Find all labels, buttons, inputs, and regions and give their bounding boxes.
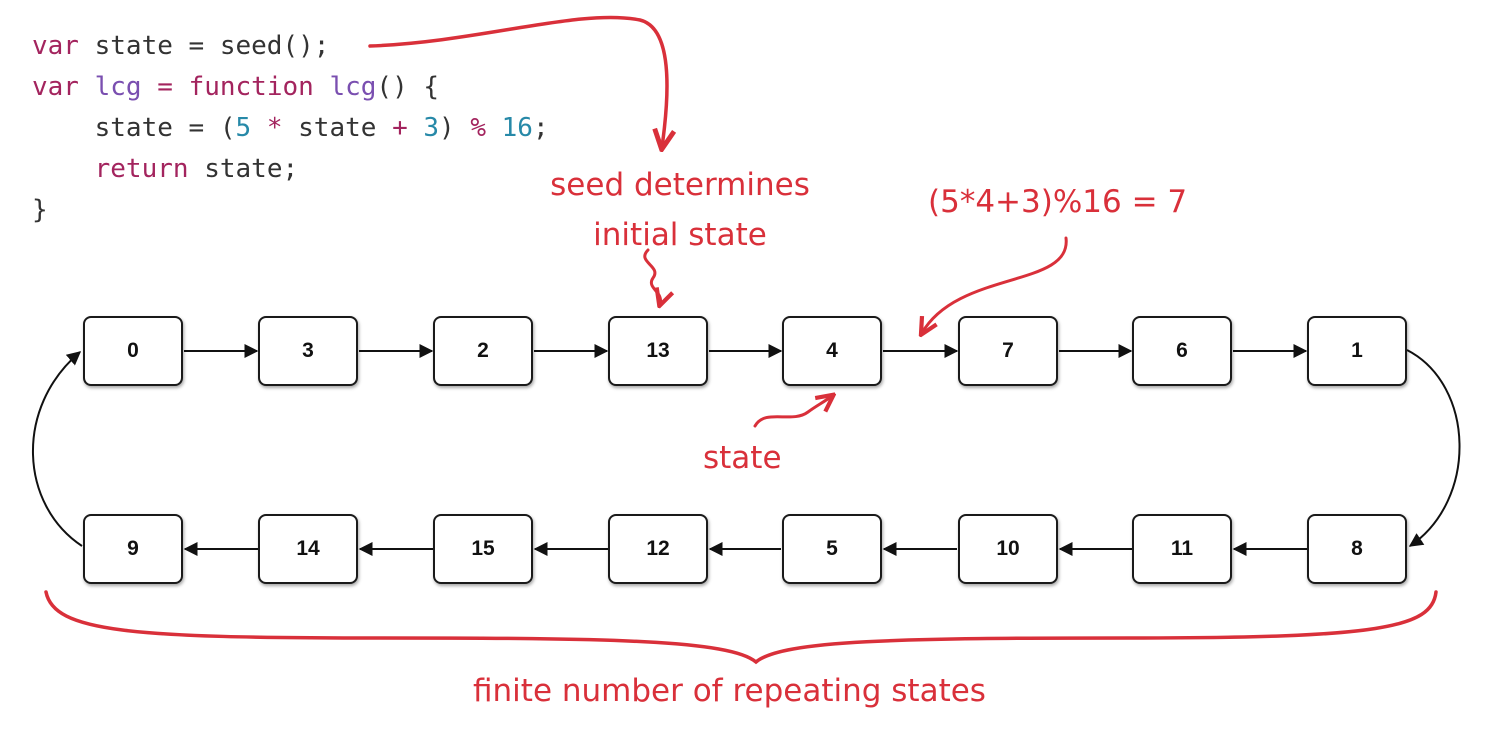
- code-keyword: var: [32, 72, 79, 102]
- state-node: 2: [433, 316, 533, 386]
- code-number: 3: [423, 113, 440, 143]
- code-keyword: var: [32, 31, 79, 61]
- calculation-annotation: (5*4+3)%16 = 7: [928, 184, 1188, 220]
- wrap-arrow-1-to-8: [1406, 349, 1461, 547]
- code-operator: +: [392, 113, 408, 143]
- code-text: ;: [532, 113, 549, 143]
- code-identifier: lcg: [78, 72, 142, 102]
- code-operator: *: [251, 113, 299, 143]
- calc-pointer-arrow: [922, 236, 1068, 333]
- state-node: 15: [433, 514, 533, 584]
- state-node: 7: [958, 316, 1058, 386]
- state-node: 11: [1132, 514, 1232, 584]
- state-node: 9: [83, 514, 183, 584]
- code-number: 16: [501, 113, 533, 143]
- seed-annotation-line-2: initial state: [593, 217, 767, 253]
- state-node: 13: [608, 316, 708, 386]
- state-node: 5: [782, 514, 882, 584]
- code-text: state: [298, 113, 393, 143]
- code-line-5: }: [32, 190, 549, 231]
- code-block: var state = seed();var lcg = function lc…: [32, 26, 549, 231]
- code-line-3: state = (5 * state + 3) % 16;: [32, 108, 549, 149]
- state-node: 10: [958, 514, 1058, 584]
- code-line-1: var state = seed();: [32, 26, 549, 67]
- code-keyword: function: [188, 72, 314, 102]
- initial-state-pointer-arrow: [643, 248, 661, 304]
- code-text: () {: [376, 72, 440, 102]
- seed-annotation-line-1: seed determines: [550, 167, 810, 203]
- state-node: 1: [1307, 316, 1407, 386]
- repeating-states-brace: [44, 590, 1438, 665]
- seed-annotation: seed determines initial state: [530, 160, 830, 260]
- code-text: ): [439, 113, 471, 143]
- code-operator: %: [470, 113, 486, 143]
- state-node: 4: [782, 316, 882, 386]
- code-line-4: return state;: [32, 149, 549, 190]
- code-operator: =: [141, 72, 189, 102]
- code-function-name: lcg: [313, 72, 377, 102]
- state-node: 8: [1307, 514, 1407, 584]
- seed-pointer-arrow: [368, 15, 667, 147]
- code-closing-brace: }: [32, 195, 48, 225]
- state-node: 14: [258, 514, 358, 584]
- code-line-2: var lcg = function lcg() {: [32, 67, 549, 108]
- state-node: 6: [1132, 316, 1232, 386]
- state-pointer-arrow: [753, 396, 832, 428]
- state-node: 12: [608, 514, 708, 584]
- code-number: 5: [235, 113, 252, 143]
- repeating-states-annotation: finite number of repeating states: [473, 673, 986, 709]
- code-text: state = seed();: [78, 31, 330, 61]
- state-annotation: state: [703, 440, 782, 476]
- code-text: state;: [188, 154, 299, 184]
- state-node: 0: [83, 316, 183, 386]
- code-text: state = (: [94, 113, 236, 143]
- wrap-arrow-9-to-0: [31, 351, 83, 547]
- state-node: 3: [258, 316, 358, 386]
- code-keyword: return: [94, 154, 189, 184]
